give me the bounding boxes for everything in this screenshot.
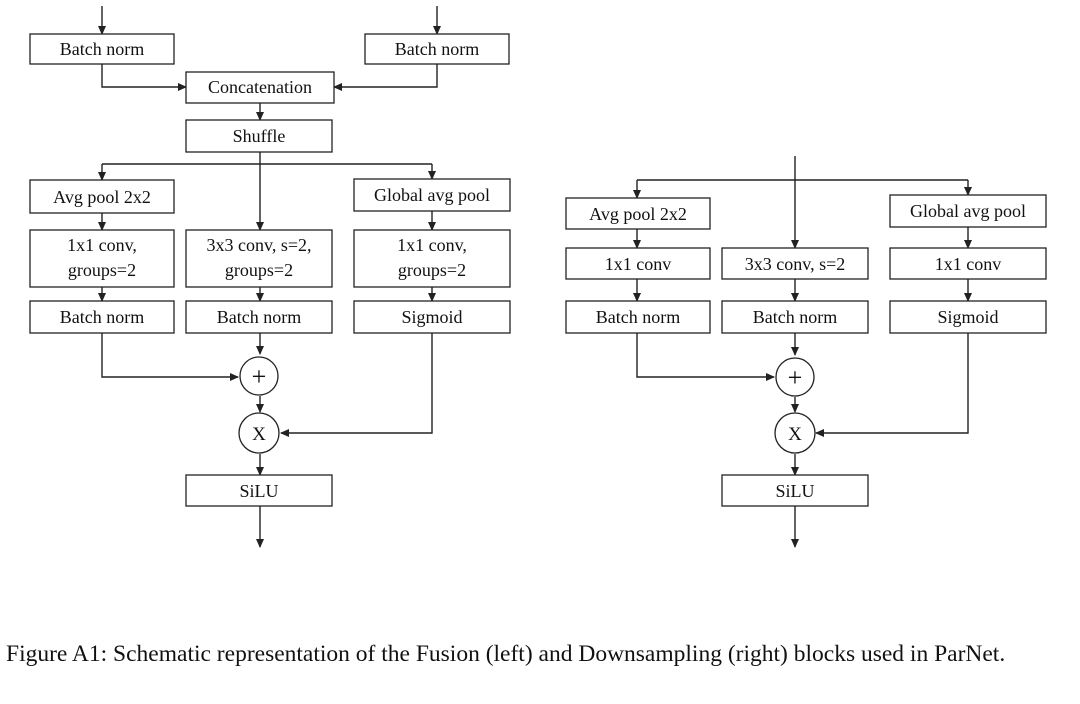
shuffle-node: Shuffle [185, 119, 333, 153]
silu-node: SiLU [185, 474, 333, 507]
edge-sigmoid-to-mul [280, 333, 433, 437]
svg-text:+: + [788, 363, 803, 392]
svg-text:1x1 conv: 1x1 conv [605, 254, 672, 274]
fusion-block: Batch norm Batch norm Concatenation Shuf… [29, 6, 511, 548]
svg-text:Avg pool 2x2: Avg pool 2x2 [589, 204, 687, 224]
ds-multiply-operator: X [774, 412, 816, 454]
sigmoid-node: Sigmoid [353, 300, 511, 334]
edge-bn-left-to-add [101, 333, 239, 381]
svg-text:groups=2: groups=2 [68, 260, 136, 280]
svg-text:Global avg pool: Global avg pool [374, 185, 490, 205]
svg-text:X: X [788, 424, 802, 445]
svg-text:+: + [252, 362, 267, 391]
ds-conv-left-node: 1x1 conv [565, 247, 711, 280]
ds-global-avg-pool-node: Global avg pool [889, 194, 1047, 228]
svg-text:Shuffle: Shuffle [233, 126, 286, 146]
svg-text:SiLU: SiLU [239, 481, 278, 501]
svg-text:Batch norm: Batch norm [753, 307, 837, 327]
ds-edge-bn-left-to-add [636, 333, 775, 381]
svg-text:X: X [252, 424, 266, 445]
svg-text:1x1 conv,: 1x1 conv, [67, 235, 137, 255]
conv-right-node: 1x1 conv, groups=2 [353, 229, 511, 288]
avg-pool-node: Avg pool 2x2 [29, 179, 175, 214]
batch-norm-mid-node: Batch norm [185, 300, 333, 334]
global-avg-pool-node: Global avg pool [353, 178, 511, 212]
ds-batch-norm-left-node: Batch norm [565, 300, 711, 334]
edge-bn-right-to-concat [333, 64, 438, 91]
svg-text:Batch norm: Batch norm [596, 307, 680, 327]
batch-norm-input-left: Batch norm [29, 33, 175, 65]
ds-conv-mid-node: 3x3 conv, s=2 [721, 247, 869, 280]
svg-text:groups=2: groups=2 [225, 260, 293, 280]
add-operator: + [239, 356, 279, 396]
svg-text:3x3 conv, s=2: 3x3 conv, s=2 [745, 254, 845, 274]
svg-text:groups=2: groups=2 [398, 260, 466, 280]
edge-bn-left-to-concat [101, 64, 187, 91]
batch-norm-left-node: Batch norm [29, 300, 175, 334]
ds-add-operator: + [775, 357, 815, 397]
conv-mid-node: 3x3 conv, s=2, groups=2 [185, 229, 333, 288]
svg-text:1x1 conv: 1x1 conv [935, 254, 1002, 274]
svg-text:Sigmoid: Sigmoid [401, 307, 462, 327]
conv-left-node: 1x1 conv, groups=2 [29, 229, 175, 288]
svg-text:Batch norm: Batch norm [60, 307, 144, 327]
svg-text:Sigmoid: Sigmoid [937, 307, 998, 327]
svg-text:Batch norm: Batch norm [395, 39, 479, 59]
ds-batch-norm-mid-node: Batch norm [721, 300, 869, 334]
multiply-operator: X [238, 412, 280, 454]
svg-text:Batch norm: Batch norm [60, 39, 144, 59]
downsampling-block: Avg pool 2x2 Global avg pool 1x1 conv 3x… [565, 156, 1047, 548]
ds-sigmoid-node: Sigmoid [889, 300, 1047, 334]
ds-edge-sigmoid-to-mul [815, 333, 969, 437]
svg-text:1x1 conv,: 1x1 conv, [397, 235, 467, 255]
batch-norm-input-right: Batch norm [364, 33, 510, 65]
concatenation-node: Concatenation [185, 71, 335, 104]
svg-text:Batch norm: Batch norm [217, 307, 301, 327]
ds-avg-pool-node: Avg pool 2x2 [565, 197, 711, 230]
ds-conv-right-node: 1x1 conv [889, 247, 1047, 280]
svg-text:Global avg pool: Global avg pool [910, 201, 1026, 221]
svg-text:Avg pool 2x2: Avg pool 2x2 [53, 187, 151, 207]
svg-text:Concatenation: Concatenation [208, 77, 312, 97]
figure-caption: Figure A1: Schematic representation of t… [6, 641, 1006, 667]
svg-text:SiLU: SiLU [775, 481, 814, 501]
ds-silu-node: SiLU [721, 474, 869, 507]
svg-text:3x3 conv, s=2,: 3x3 conv, s=2, [207, 235, 312, 255]
